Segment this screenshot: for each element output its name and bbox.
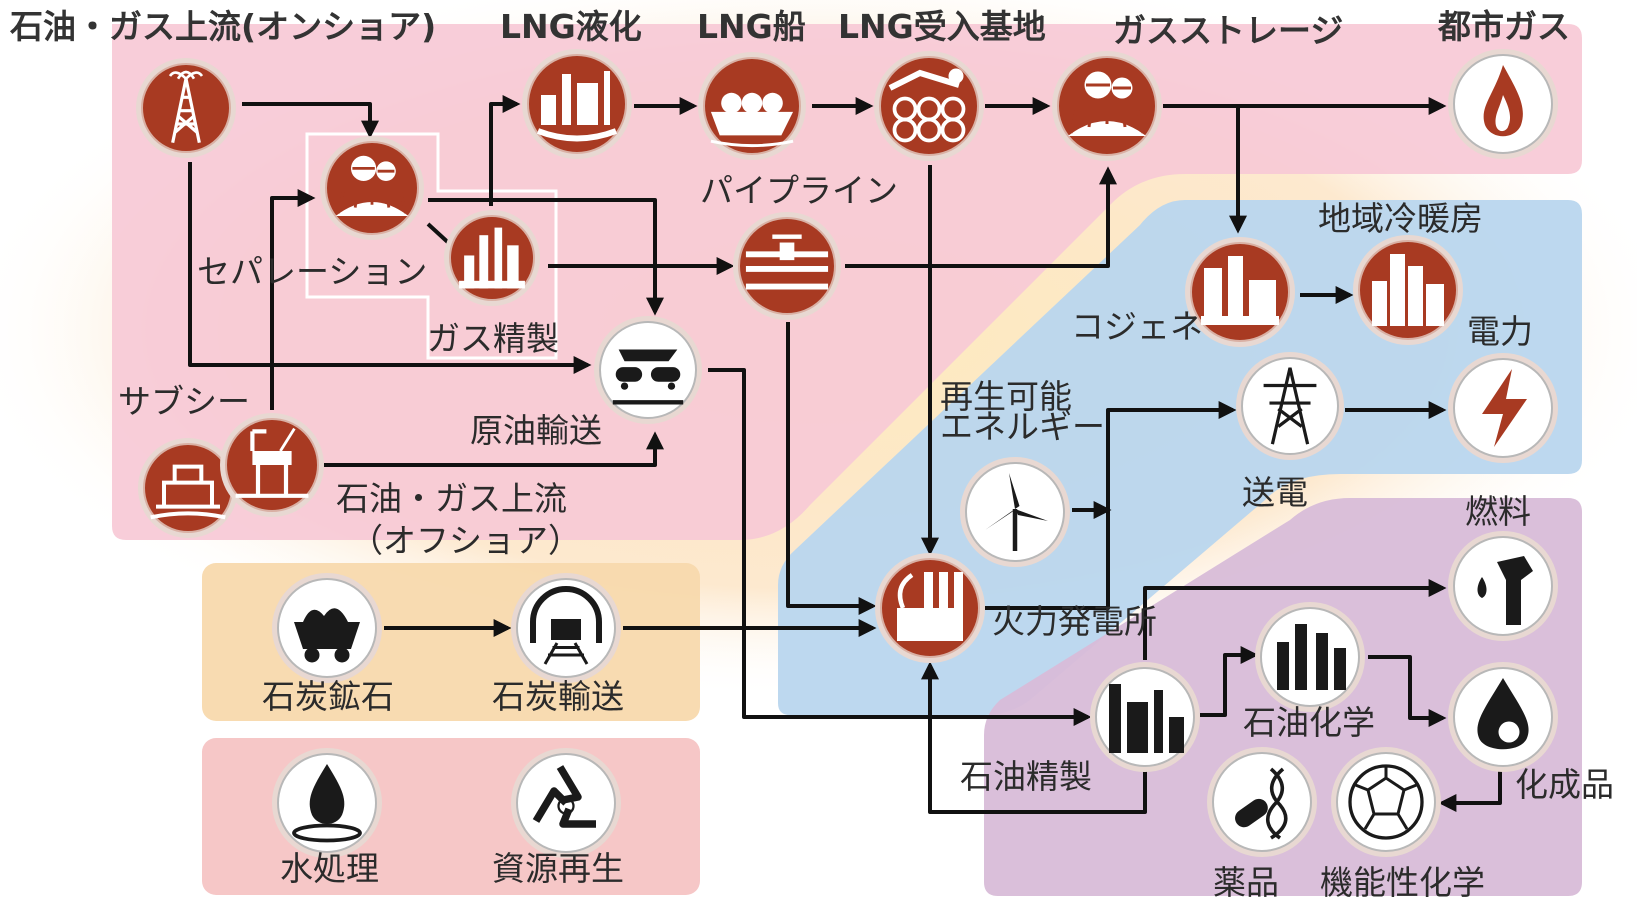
- header-lng-ship: LNG船: [697, 7, 806, 46]
- zone-upstream: [112, 24, 1582, 540]
- label-offshore-line2: （オフショア）: [350, 521, 581, 560]
- crude-transport-icon: [594, 316, 702, 424]
- transmission-tower-icon: [1236, 352, 1344, 460]
- label-oil-refining: 石油精製: [960, 757, 1092, 796]
- lightning-bolt-icon: [1448, 353, 1558, 463]
- label-coal-transport: 石炭輸送: [492, 677, 624, 716]
- header-onshore: 石油・ガス上流(オンショア): [10, 7, 437, 46]
- arrow-refining-to-thermal: [921, 661, 1147, 814]
- label-functional-chem: 機能性化学: [1320, 863, 1485, 900]
- label-pipeline: パイプライン: [700, 171, 898, 210]
- label-offshore-line1: 石油・ガス上流: [336, 479, 567, 518]
- cogeneration-plant-icon: [1185, 237, 1295, 347]
- label-renewable-line2: エネルギー: [940, 407, 1105, 446]
- label-subsea: サブシー: [118, 382, 250, 421]
- liquefaction-plant-icon: [522, 49, 632, 159]
- arrow-separation-to-crude: [428, 198, 664, 316]
- header-gas-storage: ガスストレージ: [1113, 11, 1344, 50]
- chemical-drop-icon: [1448, 662, 1558, 772]
- arrow-refining-to-fuel: [1143, 579, 1447, 660]
- coal-cart-icon: [272, 573, 382, 683]
- gas-storage-tanks-icon: [1052, 51, 1162, 161]
- arrow-onshore-to-crude: [188, 162, 592, 374]
- fuel-nozzle-icon: [1448, 531, 1558, 641]
- arrow-pipeline-to-thermal: [786, 322, 877, 615]
- label-cogeneration: コジェネ: [1071, 307, 1203, 346]
- lng-carrier-ship-icon: [698, 52, 806, 160]
- oil-derrick-icon: [136, 58, 236, 158]
- pills-dna-icon: [1207, 747, 1317, 857]
- label-petrochemical: 石油化学: [1243, 703, 1375, 742]
- molecule-icon: [1331, 747, 1441, 857]
- refinery-towers-icon: [444, 210, 540, 306]
- arrow-refining-to-petrochem: [1200, 646, 1259, 717]
- pipeline-valve-icon: [733, 212, 841, 320]
- label-recycling: 資源再生: [492, 849, 624, 888]
- header-lng-liquefaction: LNG液化: [500, 7, 642, 46]
- arrow-onshore-to-separation: [242, 102, 379, 139]
- flow-arrows: [188, 95, 1502, 814]
- label-crude-transport: 原油輸送: [470, 411, 602, 450]
- water-drop-icon: [272, 748, 382, 858]
- separator-tanks-icon: [320, 136, 424, 240]
- label-gas-refining: ガス精製: [427, 319, 559, 358]
- arrow-refining-to-lng: [489, 95, 521, 206]
- label-fuel: 燃料: [1465, 492, 1531, 531]
- label-transmission: 送電: [1242, 473, 1308, 512]
- arrow-pipeline-to-storage: [845, 166, 1117, 268]
- separation-frame: [305, 132, 558, 360]
- arrow-crude-to-refining: [708, 368, 1092, 726]
- coal-tunnel-rail-icon: [511, 573, 621, 683]
- label-pharma: 薬品: [1213, 863, 1279, 900]
- icon-layer: [136, 49, 1558, 858]
- arrow-petrochem-to-chemicals: [1368, 655, 1447, 727]
- arrow-offshore-to-crude: [324, 431, 664, 467]
- label-electricity: 電力: [1467, 312, 1533, 351]
- label-renewable-line1: 再生可能: [940, 377, 1072, 416]
- lng-terminal-tanks-icon: [874, 51, 984, 161]
- label-coal-ore: 石炭鉱石: [262, 677, 394, 716]
- subsea-platform-icon: [138, 438, 238, 538]
- offshore-rig-icon: [220, 413, 324, 517]
- arrow-chemicals-to-functional: [1438, 768, 1502, 812]
- flame-icon: [1448, 49, 1558, 159]
- label-water-treatment: 水処理: [280, 849, 379, 888]
- power-station-icon: [875, 553, 985, 663]
- oil-refinery-icon: [1090, 662, 1200, 772]
- header-city-gas: 都市ガス: [1438, 7, 1570, 46]
- label-chemicals: 化成品: [1515, 765, 1614, 804]
- label-thermal-power: 火力発電所: [992, 602, 1157, 641]
- label-district-heating: 地域冷暖房: [1318, 199, 1483, 238]
- header-lng-terminal: LNG受入基地: [838, 7, 1046, 46]
- city-buildings-icon: [1353, 235, 1463, 345]
- arrow-subsea-to-separation: [270, 189, 316, 410]
- label-separation: セパレーション: [197, 252, 428, 291]
- petrochemical-plant-icon: [1255, 602, 1365, 712]
- wind-turbine-icon: [960, 457, 1070, 567]
- recycle-icon: [511, 748, 621, 858]
